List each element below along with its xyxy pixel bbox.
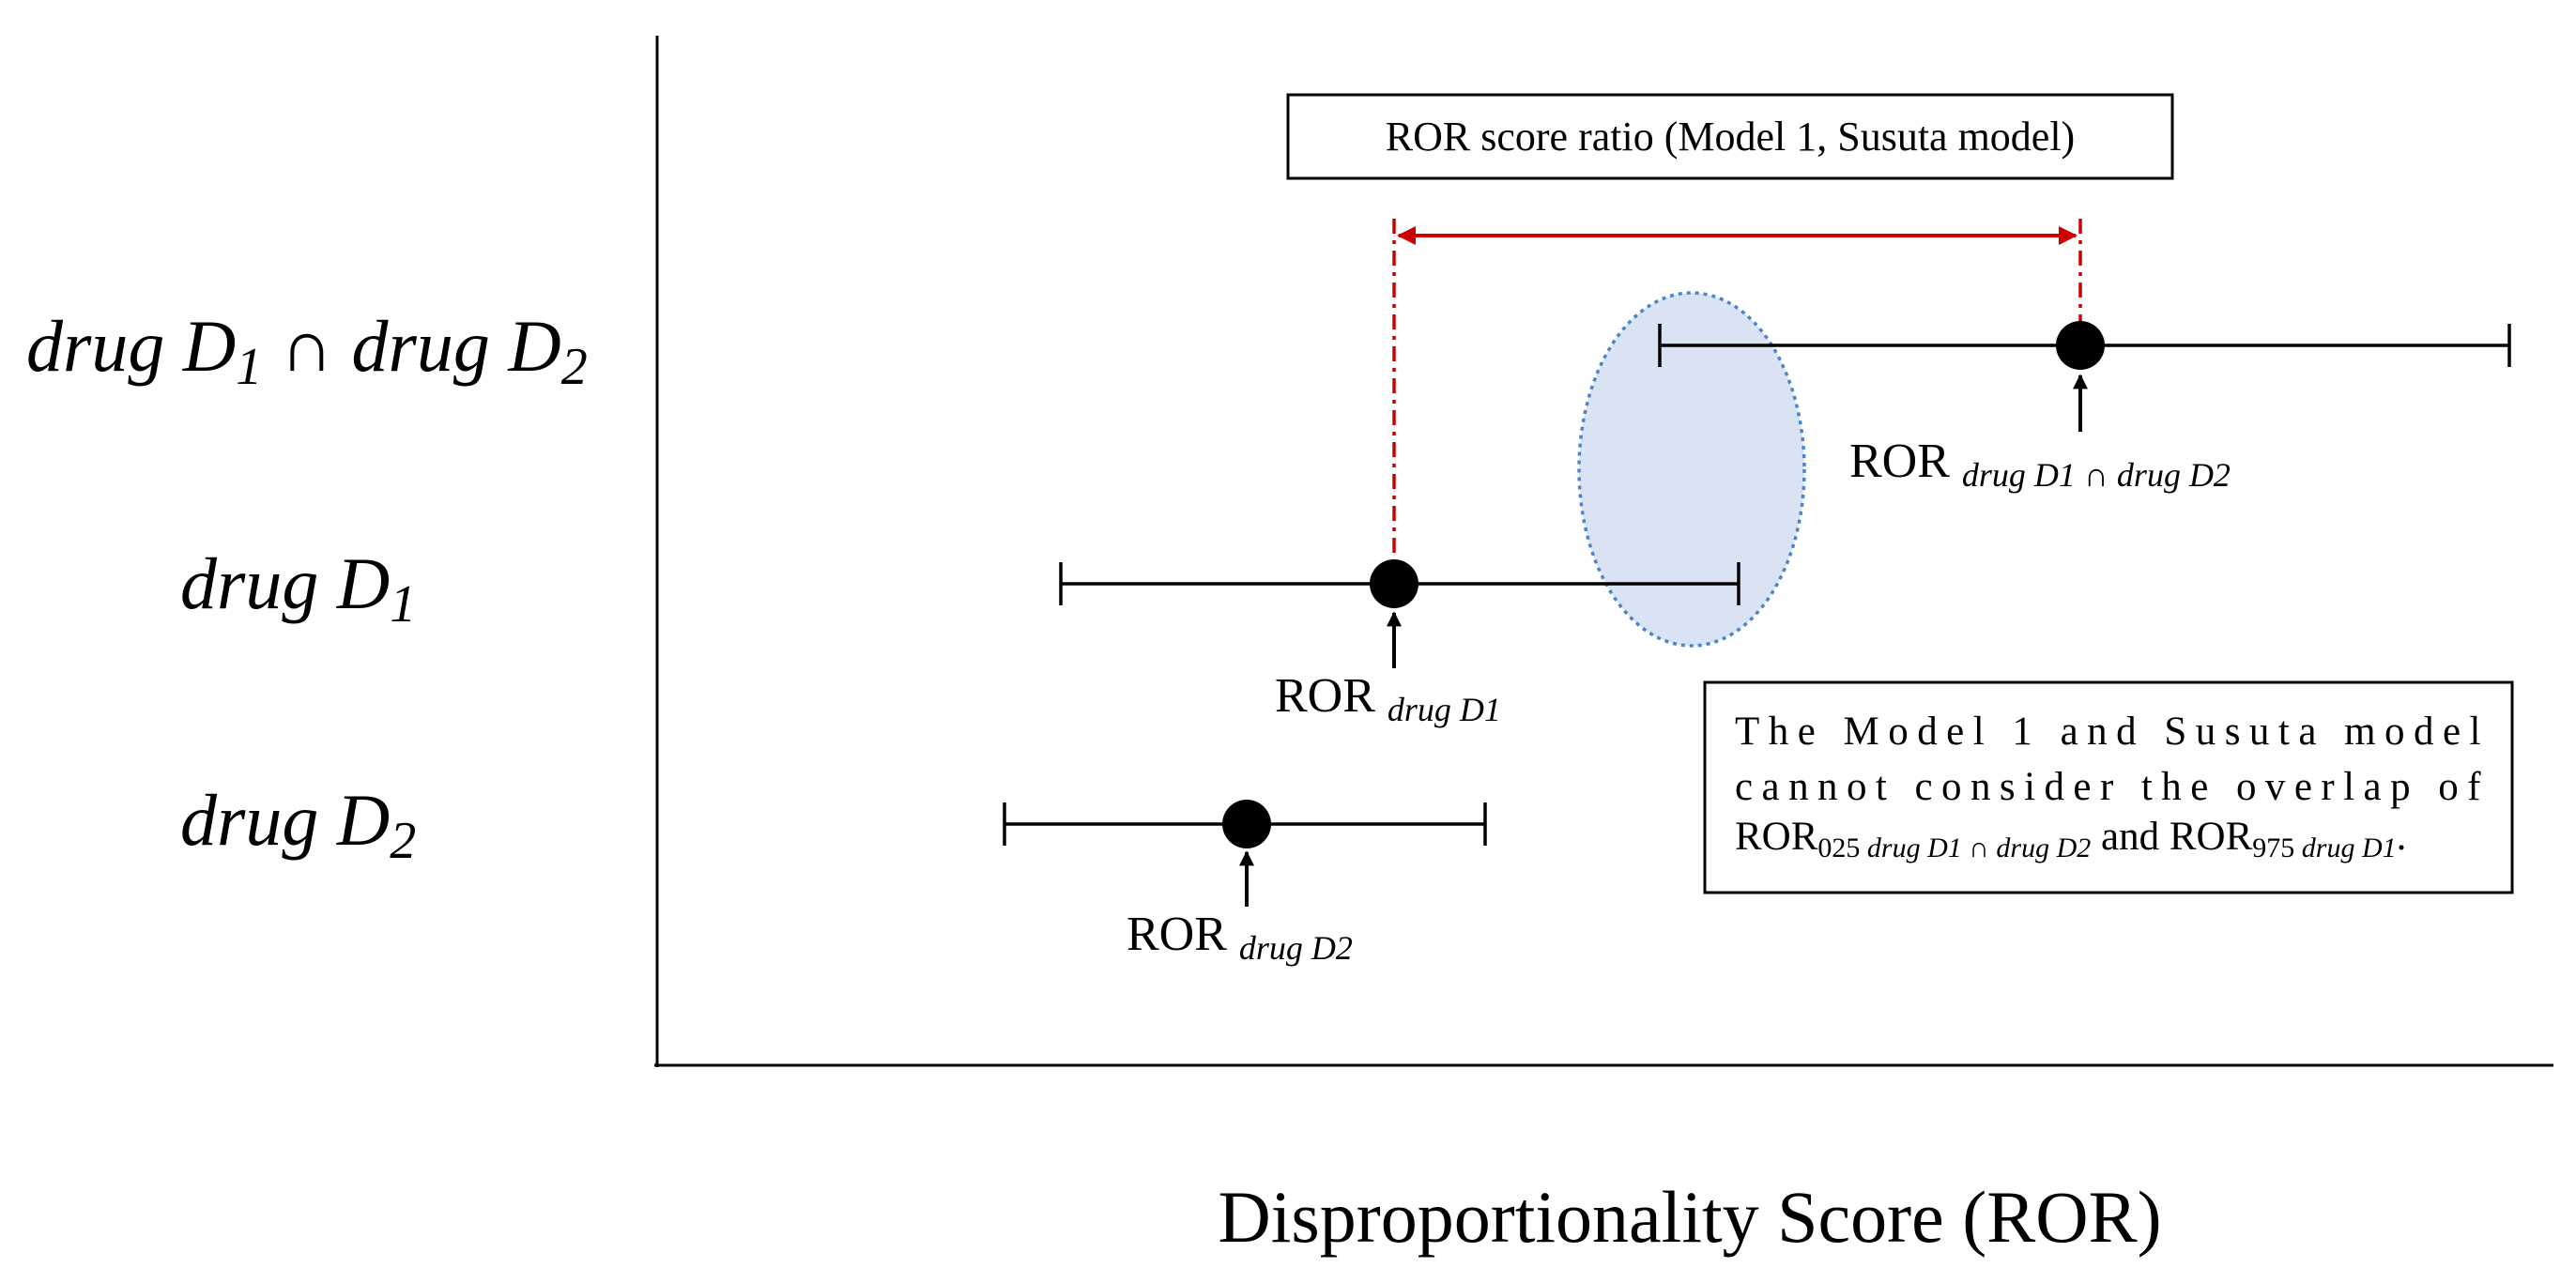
overlap-region [1577,291,1806,648]
ror-label-d2: ROR drug D2 [1127,908,1353,967]
row-label-d1: drug D1 [180,542,416,634]
point-d1 [1370,559,1418,608]
point-d1-and-d2 [2056,321,2105,370]
note-line-3: ROR025 drug D1 ∩ drug D2 and ROR975 drug… [1735,815,2406,863]
row-label-d1-and-d2: drug D1 ∩ drug D2 [26,305,588,396]
point-d2 [1222,800,1271,848]
ror-label-d1: ROR drug D1 [1275,669,1501,728]
ratio-box-text: ROR score ratio (Model 1, Susuta model) [1386,114,2075,160]
note-line-1: The Model 1 and Susuta model [1735,710,2482,754]
row-label-d2: drug D2 [180,779,416,870]
x-axis-label: Disproportionality Score (ROR) [1218,1176,2161,1258]
note-box [1703,680,2514,894]
note-line-2: cannot consider the overlap of [1735,765,2482,809]
ratio-box [1286,93,2174,180]
ror-label-d1-and-d2: ROR drug D1 ∩ drug D2 [1849,435,2231,494]
